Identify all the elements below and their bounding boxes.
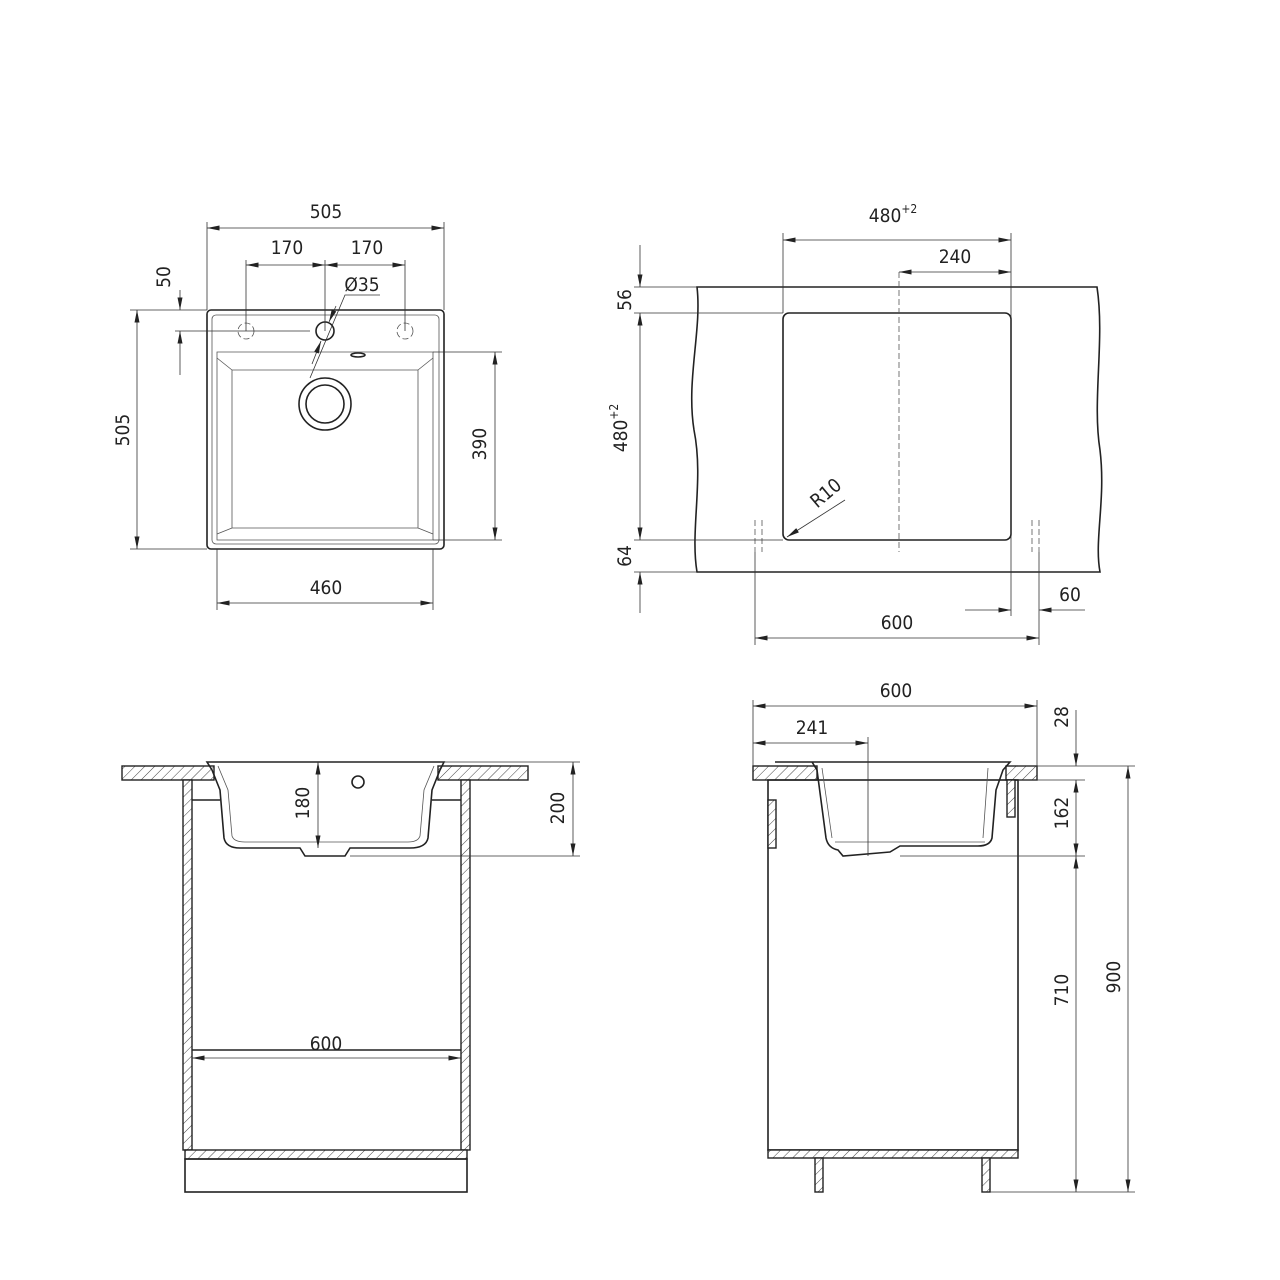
overflow xyxy=(350,352,366,358)
countertop-front xyxy=(752,765,818,781)
dim-hole-spacing-left: 170 xyxy=(271,237,304,259)
dim-countertop-thickness: 28 xyxy=(1051,706,1073,728)
countertop-left xyxy=(121,765,215,781)
cabinet-rail xyxy=(767,799,777,849)
leg-front xyxy=(814,1157,824,1193)
front-section: 180 200 600 xyxy=(121,761,580,1193)
drain-inner xyxy=(305,384,345,424)
cutout-view: 480+2 240 56 480+2 64 R10 600 60 xyxy=(607,202,1103,645)
dim-total-depth: 200 xyxy=(547,792,569,825)
dim-overall-width: 505 xyxy=(310,201,343,223)
top-view: 505 170 170 Ø35 50 505 390 460 xyxy=(112,201,502,610)
bowl-floor xyxy=(231,369,419,529)
countertop-right xyxy=(437,765,529,781)
cabinet-bottom xyxy=(184,1149,468,1160)
sink-bowl-profile xyxy=(205,761,446,857)
dim-top-margin: 56 xyxy=(614,289,636,311)
dim-half-width: 240 xyxy=(939,246,972,268)
dim-total-height: 900 xyxy=(1103,961,1125,994)
dim-countertop-depth: 600 xyxy=(880,680,913,702)
sink-bowl-profile xyxy=(775,761,1012,857)
dim-cutout-depth: 480+2 xyxy=(607,404,632,453)
cabinet-side-left xyxy=(182,779,193,1151)
dim-bottom-margin: 64 xyxy=(614,545,636,567)
countertop-outline xyxy=(690,286,1103,573)
dim-bowl-width: 460 xyxy=(310,577,343,599)
plinth xyxy=(184,1158,468,1193)
dim-bowl-depth: 390 xyxy=(469,428,491,461)
dim-floor-to-sink: 710 xyxy=(1051,974,1073,1007)
dim-drain-offset: 241 xyxy=(796,717,829,739)
dim-below-counter: 162 xyxy=(1051,797,1073,830)
dim-cabinet-width: 600 xyxy=(881,612,914,634)
cabinet-bottom xyxy=(767,1149,1019,1159)
dim-side-offset: 60 xyxy=(1059,584,1081,606)
sink-outline xyxy=(206,309,445,550)
dim-cutout-width: 480+2 xyxy=(869,202,918,227)
drain-outer xyxy=(298,377,352,431)
dim-hole-offset: 50 xyxy=(153,266,175,288)
leg-back xyxy=(981,1157,991,1193)
overflow-hole xyxy=(351,775,365,789)
cabinet-body xyxy=(767,779,1019,1151)
dim-tap-hole-diameter: Ø35 xyxy=(344,274,379,296)
cabinet-back-rail xyxy=(1006,779,1016,818)
dim-corner-radius: R10 xyxy=(806,474,846,512)
dim-hole-spacing-right: 170 xyxy=(351,237,384,259)
countertop-back xyxy=(1005,765,1038,781)
side-section: 600 241 28 162 710 900 xyxy=(752,680,1135,1193)
cabinet-side-right xyxy=(460,779,471,1151)
bowl-rim xyxy=(216,351,434,541)
dim-overall-depth: 505 xyxy=(112,414,134,447)
dim-cabinet-width: 600 xyxy=(310,1033,343,1055)
dim-bowl-depth: 180 xyxy=(292,787,314,820)
